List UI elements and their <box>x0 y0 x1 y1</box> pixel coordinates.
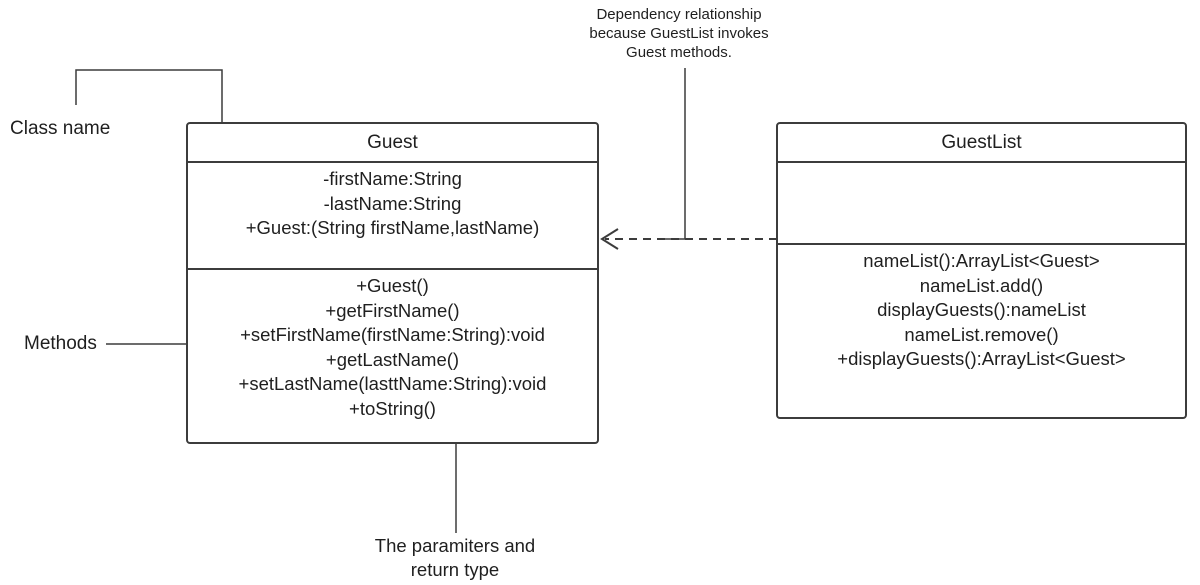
guest-method: +setLastName(lasttName:String):void <box>238 373 547 394</box>
params-annotation-line: The paramiters and <box>374 535 536 556</box>
params-annotation-line: return type <box>410 559 500 580</box>
guest-method: +getFirstName() <box>325 299 460 321</box>
dependency-annotation-line: Dependency relationship <box>596 6 762 23</box>
guestlist-method: +displayGuests():ArrayList<Guest> <box>837 348 1126 369</box>
dependency-arrowhead-icon <box>600 228 619 250</box>
guestlist-class-name: GuestList <box>941 131 1022 153</box>
guest-attribute: -lastName:String <box>323 192 462 214</box>
guestlist-attributes-section <box>778 161 1185 243</box>
guest-attributes-section: -firstName:String -lastName:String +Gues… <box>188 161 597 268</box>
methods-annotation: Methods <box>24 333 97 354</box>
guestlist-class-box[interactable]: GuestList nameList():ArrayList<Guest> na… <box>776 122 1187 419</box>
guestlist-method: displayGuests():nameList <box>877 299 1086 320</box>
guest-method: +setFirstName(firstName:String):void <box>240 324 545 345</box>
guestlist-method: nameList.remove() <box>904 323 1059 345</box>
dependency-annotation-line: because GuestList invokes <box>589 25 769 42</box>
guestlist-methods-section: nameList():ArrayList<Guest> nameList.add… <box>778 243 1185 417</box>
guest-class-box[interactable]: Guest -firstName:String -lastName:String… <box>186 122 599 444</box>
guest-class-title: Guest <box>188 124 597 161</box>
guest-attribute: +Guest:(String firstName,lastName) <box>245 217 540 238</box>
guestlist-method: nameList.add() <box>919 274 1044 296</box>
guest-method: +getLastName() <box>325 348 460 370</box>
class-name-annotation: Class name <box>10 118 111 139</box>
guest-method: +toString() <box>349 397 436 419</box>
dependency-annotation: Dependency relationship because GuestLis… <box>589 5 768 62</box>
params-annotation: The paramiters and return type <box>375 534 535 582</box>
guest-methods-section: +Guest() +getFirstName() +setFirstName(f… <box>188 268 597 442</box>
guest-class-name: Guest <box>367 131 418 153</box>
dependency-annotation-line: Guest methods. <box>626 44 732 61</box>
class-name-bracket-line <box>75 69 223 123</box>
dependency-note-line <box>665 68 686 240</box>
guestlist-class-title: GuestList <box>778 124 1185 161</box>
guest-attribute: -firstName:String <box>323 168 462 189</box>
guest-method: +Guest() <box>356 275 429 296</box>
guestlist-method: nameList():ArrayList<Guest> <box>863 250 1100 271</box>
